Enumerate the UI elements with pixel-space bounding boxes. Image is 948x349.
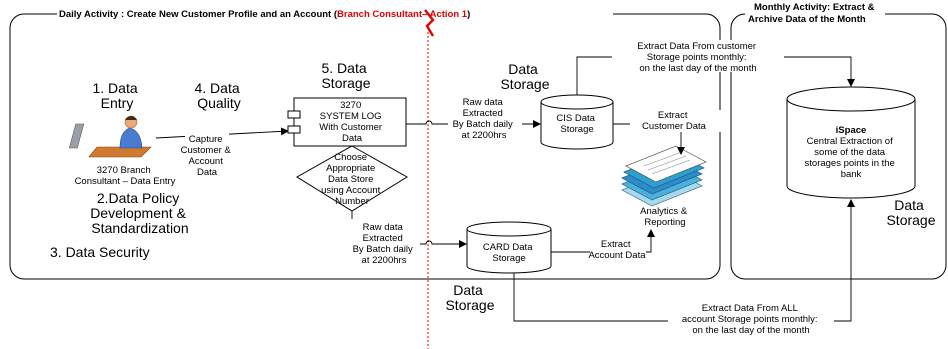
card-data-storage-cylinder xyxy=(466,221,552,274)
monthly-header-line2: Archive Data of the Month xyxy=(748,14,866,25)
daily-header-bg xyxy=(57,7,613,21)
person-at-computer-icon xyxy=(68,115,152,158)
card-storage-area-label: Data Storage xyxy=(445,282,494,313)
extract-customer-label-bg xyxy=(630,110,722,132)
ispace-storage-area-label: Data Storage xyxy=(886,197,935,228)
edge-label-capture: Capture Customer & Account Data xyxy=(181,134,234,178)
step-data-policy: 2.Data Policy Development & Standardizat… xyxy=(90,190,190,236)
actor-caption: 3270 Branch Consultant – Data Entry xyxy=(75,165,176,187)
system-log-label: 3270 SYSTEM LOG With Customer Data xyxy=(319,100,384,144)
cis-storage-area-label: Data Storage xyxy=(500,61,549,92)
step-data-quality: 4. Data Quality xyxy=(194,80,243,111)
step-data-storage: 5. Data Storage xyxy=(321,60,370,91)
lightning-bolt-icon xyxy=(424,9,435,37)
capture-label-bg xyxy=(185,133,229,181)
monthly-header-bg xyxy=(745,0,885,26)
edge-label-extract-account: Extract Account Data xyxy=(588,239,646,261)
ispace-cylinder xyxy=(786,86,916,199)
monthly-header-line1: Monthly Activity: Extract & xyxy=(754,2,875,13)
edge-label-extract-cis-monthly: Extract Data From customer Storage point… xyxy=(637,41,758,74)
extract-account-label-bg xyxy=(590,236,646,260)
daily-header-suffix: ) xyxy=(467,9,470,20)
extract-all-monthly-label-bg xyxy=(668,301,834,335)
edge-label-extract-all-monthly: Extract Data From ALL account Storage po… xyxy=(682,303,820,336)
card-data-storage-label: CARD Data Storage xyxy=(483,242,535,264)
edge-label-raw-card: Raw data Extracted By Batch daily at 220… xyxy=(353,222,416,266)
daily-header-highlight: Branch Consultant– Action 1 xyxy=(337,9,468,20)
raw-card-label-bg xyxy=(346,219,420,267)
raw-cis-label-bg xyxy=(448,104,522,146)
extract-cis-monthly-label-bg xyxy=(612,40,784,72)
step-data-entry: 1. Data Entry xyxy=(92,80,141,111)
edge-raw-cis xyxy=(406,120,541,128)
stacked-documents-icon xyxy=(621,145,707,207)
edge-label-raw-cis: Raw data Extracted By Batch daily at 220… xyxy=(453,97,516,141)
cis-data-storage-cylinder xyxy=(540,94,614,150)
ispace-description: Central Extraction of some of the data s… xyxy=(805,136,898,180)
daily-header-prefix: Daily Activity : Create New Customer Pro… xyxy=(59,9,338,20)
edge-raw-card xyxy=(351,211,467,248)
ispace-title: iSpace xyxy=(836,125,867,136)
cis-data-storage-label: CIS Data Storage xyxy=(556,113,597,135)
edge-extract-account xyxy=(551,229,655,253)
system-log-component xyxy=(287,97,407,147)
step-data-security: 3. Data Security xyxy=(50,244,150,260)
analytics-label: Analytics & Reporting xyxy=(640,206,690,228)
decision-label: Choose Appropriate Data Store using Acco… xyxy=(321,152,383,207)
daily-activity-header: Daily Activity : Create New Customer Pro… xyxy=(59,9,470,20)
edge-label-extract-customer: Extract Customer Data xyxy=(642,110,707,132)
